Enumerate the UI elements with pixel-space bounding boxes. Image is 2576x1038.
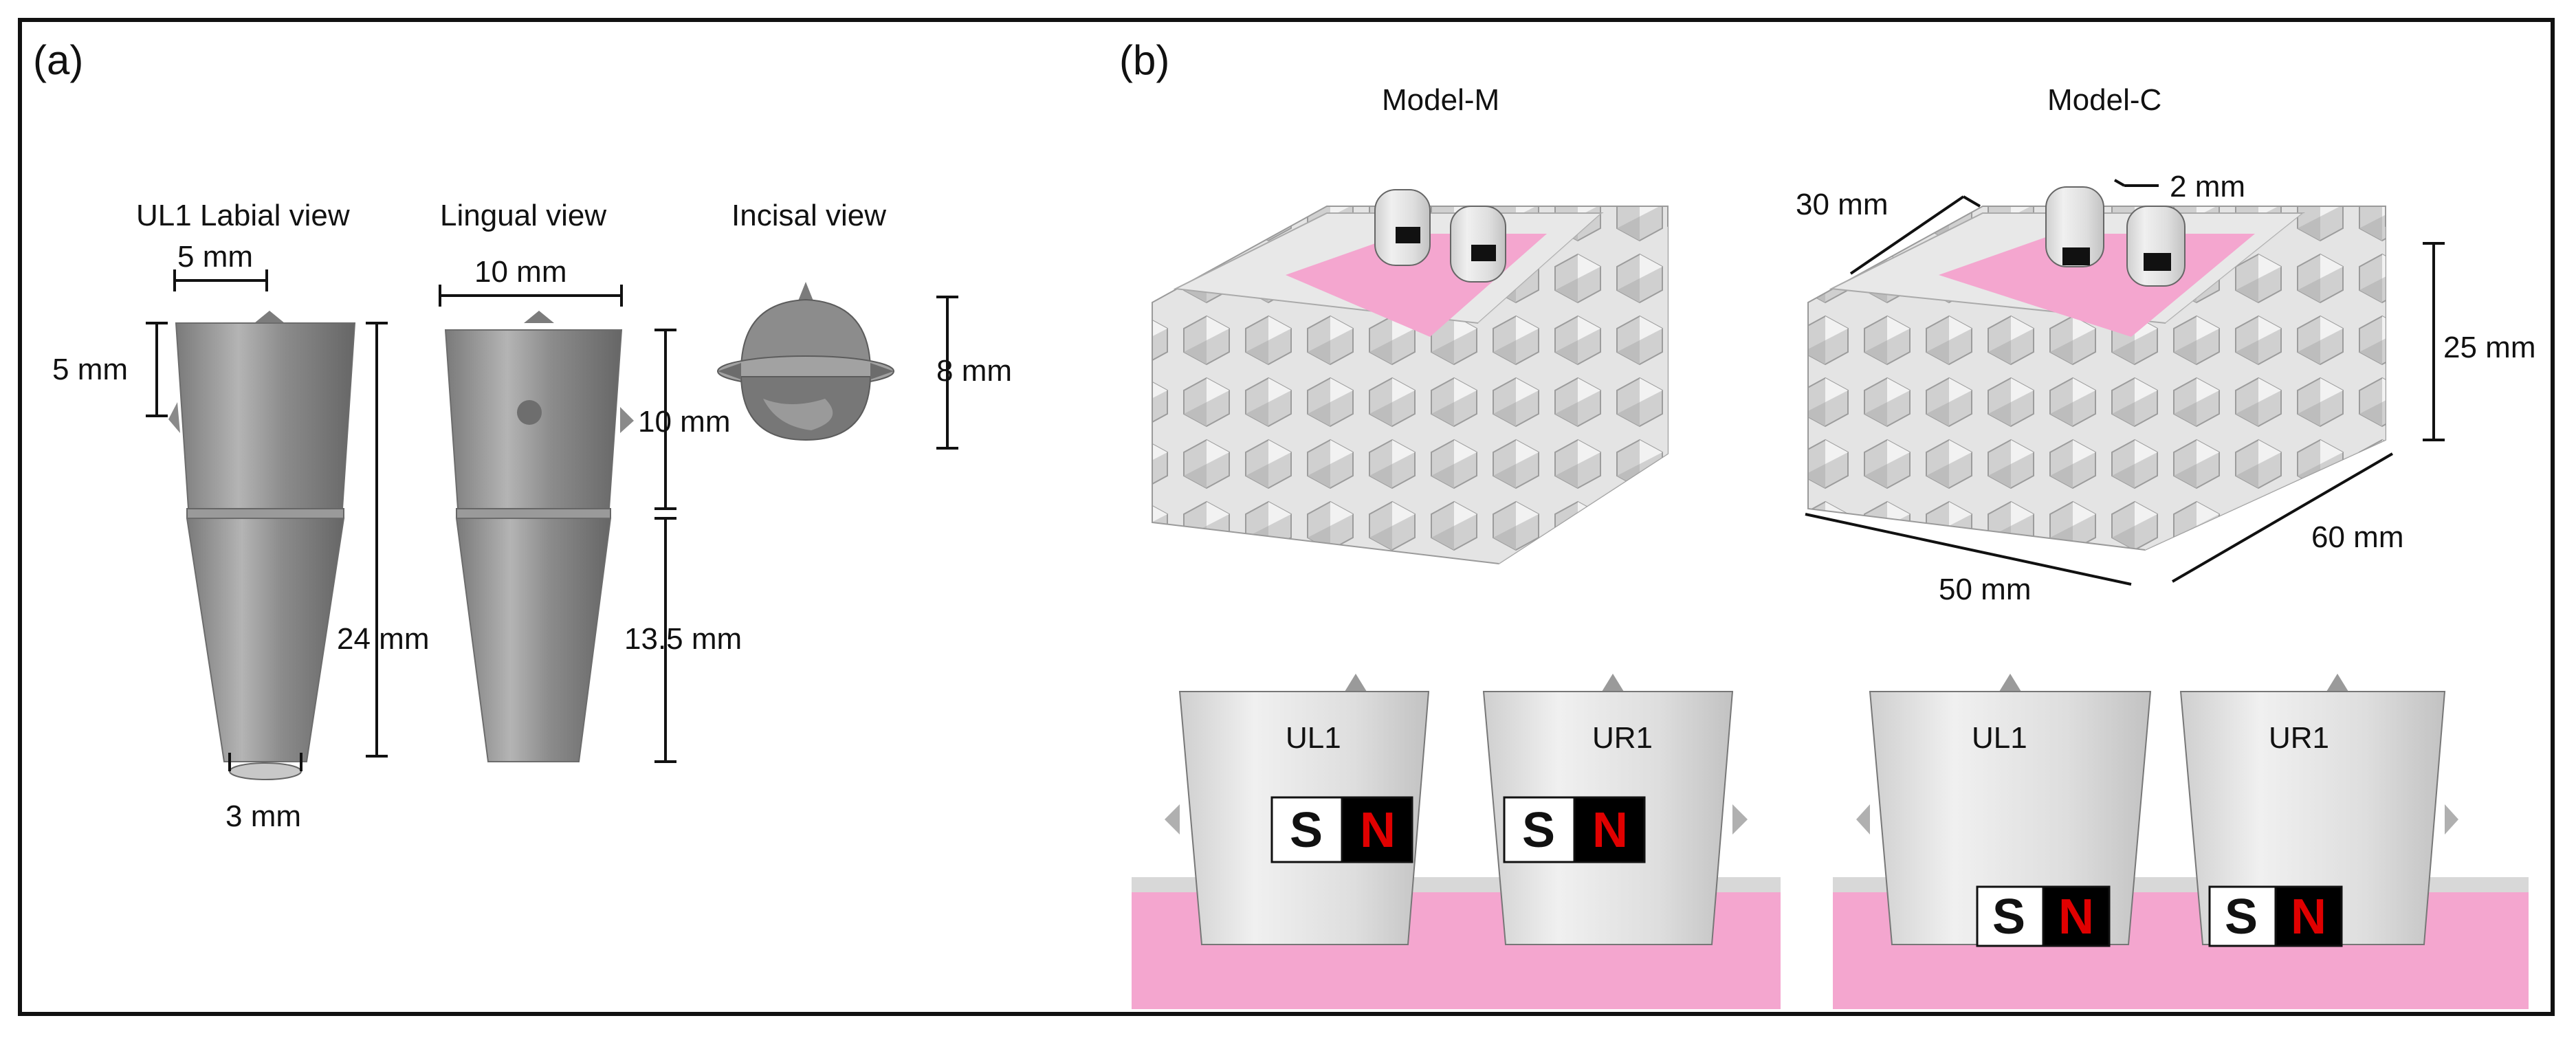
labial-height-top: 5 mm — [52, 353, 128, 386]
magnet-south-pole: S — [1290, 803, 1323, 858]
labial-width-top: 5 mm — [177, 240, 253, 274]
model-c-magnet-right: S N — [2208, 885, 2343, 947]
model-c-magnet-left: S N — [1976, 885, 2111, 947]
incisal-view-tooth — [717, 282, 894, 441]
labial-tip-diameter: 3 mm — [225, 799, 301, 833]
incisal-dimension-lines — [936, 296, 958, 450]
model-m-magnet-right: S N — [1503, 796, 1646, 863]
model-c-depth: 30 mm — [1796, 188, 1888, 221]
model-m-block — [1152, 189, 1669, 565]
model-c-gap: 2 mm — [2170, 170, 2245, 203]
model-c-label: Model-C — [2047, 83, 2161, 117]
lingual-dimension-lines — [439, 285, 676, 763]
magnet-south-pole: S — [2225, 890, 2258, 945]
incisal-height: 8 mm — [936, 354, 1012, 388]
magnet-north-pole: N — [2291, 890, 2326, 945]
figure-frame — [18, 18, 2555, 1016]
model-c-length: 60 mm — [2311, 520, 2403, 554]
model-c-dimension-lines — [1805, 179, 2445, 586]
model-c-width: 50 mm — [1939, 573, 2031, 606]
model-m-magnet-left: S N — [1270, 796, 1413, 863]
lingual-width: 10 mm — [474, 255, 566, 289]
labial-view-tooth — [168, 311, 356, 780]
model-c-tooth-ur1: UR1 — [2269, 721, 2329, 755]
model-m-label: Model-M — [1382, 83, 1499, 117]
labial-view-label: UL1 Labial view — [136, 199, 350, 232]
model-m-tooth-ur1: UR1 — [1592, 721, 1653, 755]
model-m-closeup — [1132, 674, 1781, 1009]
labial-dimension-lines — [146, 269, 388, 771]
incisal-view-label: Incisal view — [731, 199, 886, 232]
model-m-tooth-ul1: UL1 — [1286, 721, 1341, 755]
lingual-view-label: Lingual view — [440, 199, 606, 232]
model-c-height: 25 mm — [2443, 331, 2535, 364]
panel-label-b: (b) — [1119, 37, 1169, 83]
lingual-upper-height: 10 mm — [638, 405, 730, 439]
magnet-north-pole: N — [1592, 803, 1628, 858]
magnet-south-pole: S — [1992, 890, 2025, 945]
magnet-south-pole: S — [1522, 803, 1555, 858]
model-c-closeup — [1833, 674, 2529, 1009]
magnet-north-pole: N — [1360, 803, 1396, 858]
magnet-north-pole: N — [2058, 890, 2094, 945]
model-c-block — [1807, 186, 2386, 551]
lingual-lower-height: 13.5 mm — [624, 622, 742, 656]
labial-total-height: 24 mm — [337, 622, 429, 656]
lingual-view-tooth — [444, 311, 634, 762]
panel-label-a: (a) — [33, 37, 83, 83]
model-c-tooth-ul1: UL1 — [1972, 721, 2027, 755]
